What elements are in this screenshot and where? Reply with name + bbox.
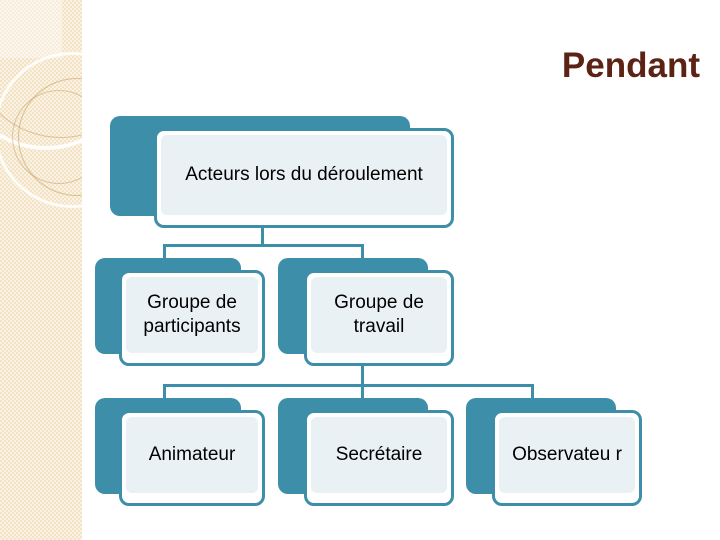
connector-travail-stem — [361, 364, 364, 386]
connector-drop-observateur — [531, 384, 534, 404]
connector-travail-bus — [163, 384, 534, 387]
node-inner-fill: Groupe de travail — [311, 277, 447, 353]
node-label: Animateur — [148, 444, 236, 465]
node-acteurs-lors-du-deroulement[interactable]: Acteurs lors du déroulement — [110, 116, 454, 228]
node-secretaire[interactable]: Secrétaire — [278, 398, 454, 506]
node-label: Groupe de participants — [143, 292, 241, 337]
node-animateur[interactable]: Animateur — [95, 398, 265, 506]
connector-root-stem — [261, 224, 264, 246]
node-inner-fill: Groupe de participants — [126, 277, 258, 353]
node-inner-fill: Secrétaire — [311, 417, 447, 493]
node-label: Observateu r — [512, 444, 622, 465]
connector-root-bus — [163, 244, 364, 247]
node-label: Acteurs lors du déroulement — [185, 164, 423, 185]
node-observateur[interactable]: Observateu r — [466, 398, 642, 506]
node-card: Secrétaire — [304, 410, 454, 506]
node-inner-fill: Observateu r — [499, 417, 635, 493]
decorative-sidebar — [0, 0, 82, 540]
node-label: Secrétaire — [335, 444, 423, 465]
connector-drop-travail — [361, 244, 364, 264]
node-card: Animateur — [119, 410, 265, 506]
node-inner-fill: Animateur — [126, 417, 258, 493]
node-label: Groupe de travail — [334, 292, 424, 337]
node-groupe-de-travail[interactable]: Groupe de travail — [278, 258, 454, 366]
node-card: Observateu r — [492, 410, 642, 506]
page-title: Pendant — [561, 46, 700, 85]
node-inner-fill: Acteurs lors du déroulement — [161, 135, 447, 215]
node-card: Groupe de participants — [119, 270, 265, 366]
connector-drop-secretaire — [361, 384, 364, 404]
node-groupe-de-participants[interactable]: Groupe de participants — [95, 258, 265, 366]
connector-drop-participants — [163, 244, 166, 264]
node-card: Groupe de travail — [304, 270, 454, 366]
node-card: Acteurs lors du déroulement — [154, 128, 454, 228]
connector-drop-animateur — [163, 384, 166, 404]
